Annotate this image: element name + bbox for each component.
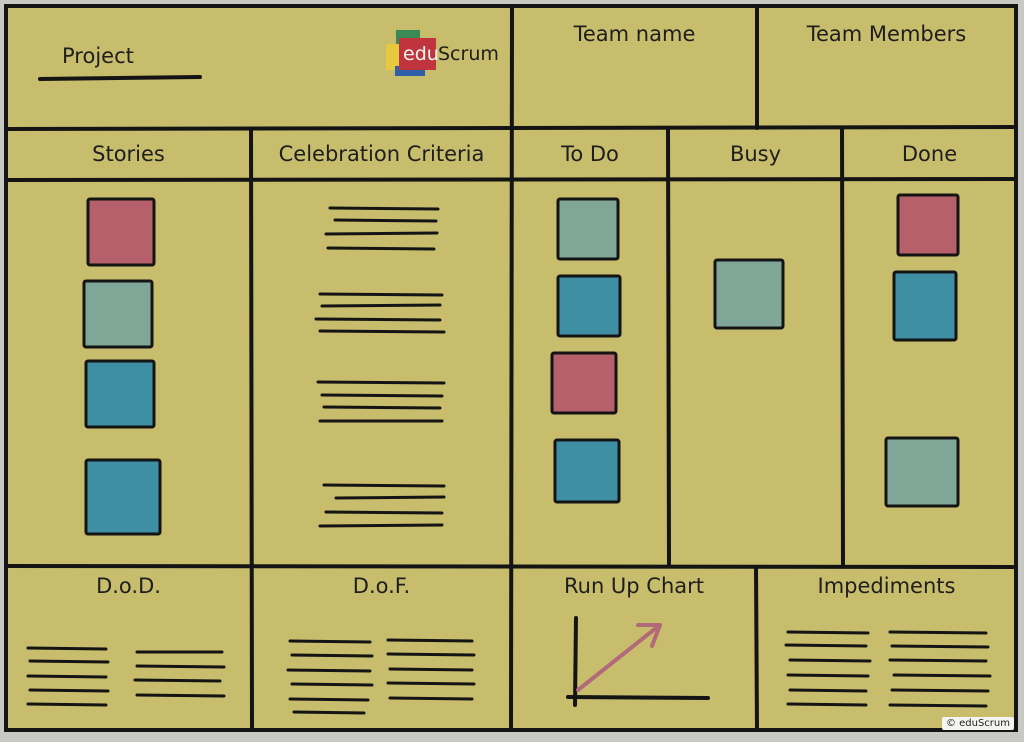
column-done: Done [901, 142, 958, 166]
cards-layer [82, 193, 960, 536]
project-underline [38, 75, 202, 81]
runup-arrow-line [576, 626, 658, 692]
impediment-lines-right [888, 630, 992, 708]
project-label: Project [62, 44, 134, 68]
stories-card-3 [84, 359, 156, 429]
column-celebration-criteria: Celebration Criteria [278, 142, 485, 166]
logo-red-square [399, 38, 436, 70]
criteria-lines-3 [316, 380, 446, 423]
dod-lines-left [26, 646, 110, 707]
eduscrum-logo [386, 30, 436, 76]
busy-card-1 [713, 258, 785, 330]
team-members-label: Team Members [806, 22, 967, 46]
criteria-lines-2 [314, 292, 446, 334]
dod-lines-right [133, 650, 226, 698]
dof-lines-right [386, 638, 476, 701]
footer-dod: D.o.D. [96, 574, 161, 598]
busy-divider [840, 126, 845, 568]
center-divider [509, 4, 514, 732]
todo-card-2 [556, 274, 622, 338]
stories-card-4 [84, 458, 162, 536]
logo-scrum-text: Scrum [438, 43, 499, 65]
todo-divider [666, 126, 671, 568]
done-card-2 [892, 270, 958, 342]
stories-divider [249, 127, 254, 732]
team-name-label: Team name [573, 22, 696, 46]
runup-divider [754, 565, 759, 732]
logo-yellow-square [386, 44, 400, 70]
footer-run-up-chart: Run Up Chart [563, 574, 705, 598]
todo-card-4 [553, 438, 621, 504]
logo-edu-text: edu [403, 43, 439, 65]
lines-layer [26, 206, 992, 715]
runup-arrow-head [636, 623, 662, 648]
column-todo: To Do [561, 142, 619, 166]
outer-border [4, 4, 1018, 732]
copyright-badge: © eduScrum [941, 717, 1014, 730]
footer-impediments: Impediments [817, 574, 956, 598]
logo-blue-square [395, 66, 425, 76]
footer-dof: D.o.F. [352, 574, 411, 598]
stories-card-1 [86, 197, 156, 267]
column-stories: Stories [92, 142, 165, 166]
run-up-chart [566, 616, 710, 707]
criteria-lines-1 [324, 206, 440, 251]
stories-card-2 [82, 279, 154, 349]
impediment-lines-left [784, 630, 872, 707]
criteria-lines-4 [318, 483, 446, 528]
done-card-1 [896, 193, 960, 257]
board-grid [4, 4, 1018, 732]
todo-card-1 [556, 197, 620, 261]
column-busy: Busy [729, 142, 782, 166]
runup-y-axis [573, 616, 578, 707]
done-card-3 [884, 436, 960, 508]
dof-lines-left [286, 639, 374, 715]
runup-x-axis [566, 695, 710, 700]
todo-card-3 [550, 351, 618, 415]
